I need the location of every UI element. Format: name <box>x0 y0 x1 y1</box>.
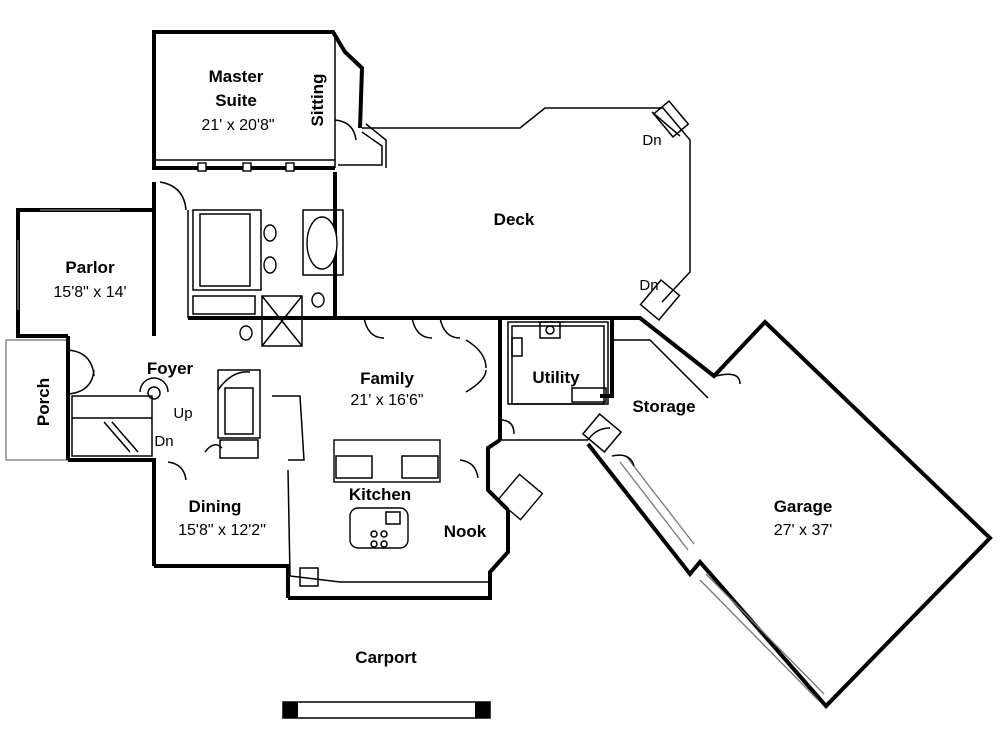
foyer-label: Foyer <box>147 359 194 378</box>
dining-label: Dining <box>189 497 242 516</box>
carport-label: Carport <box>355 648 417 667</box>
master-bath <box>152 172 344 347</box>
dining-size: 15'8" x 12'2" <box>178 522 266 539</box>
dining-walls <box>154 369 305 598</box>
deck-stair-down-upper: Dn <box>642 132 661 149</box>
carport-bar <box>282 701 491 719</box>
master-suite-label-1: Master <box>209 67 264 86</box>
garage-size: 27' x 37' <box>774 522 833 539</box>
family-size: 21' x 16'6" <box>350 392 423 409</box>
kitchen-label: Kitchen <box>349 485 411 504</box>
garage-walls <box>581 316 993 709</box>
nook-label: Nook <box>444 522 487 541</box>
garage-label: Garage <box>774 497 833 516</box>
parlor-size: 15'8" x 14' <box>53 284 126 301</box>
master-suite-walls <box>152 30 365 172</box>
family-kitchen <box>287 316 588 600</box>
storage-label: Storage <box>632 397 695 416</box>
porch-label: Porch <box>34 378 53 426</box>
utility-room <box>499 316 614 441</box>
stair-down-label: Dn <box>154 433 173 450</box>
deck-outline <box>338 100 691 322</box>
parlor-walls <box>16 208 154 338</box>
sitting-label: Sitting <box>308 74 327 127</box>
parlor-label: Parlor <box>65 258 115 277</box>
master-suite-size: 21' x 20'8" <box>201 117 274 134</box>
utility-label: Utility <box>532 368 580 387</box>
deck-label: Deck <box>494 210 535 229</box>
stair-up-label: Up <box>173 405 192 422</box>
family-label: Family <box>360 369 414 388</box>
porch-foyer <box>5 336 187 566</box>
deck-stair-down-lower: Dn <box>639 277 658 294</box>
master-suite-label-2: Suite <box>215 91 257 110</box>
